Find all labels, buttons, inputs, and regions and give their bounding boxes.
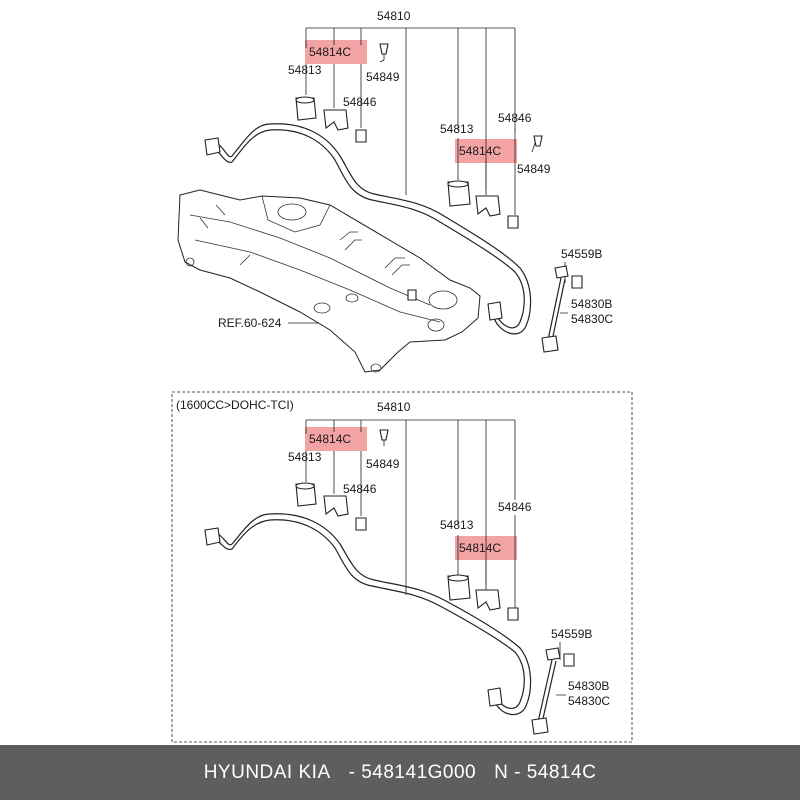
label-54846-left-bottom: 54846	[343, 482, 377, 496]
subframe	[177, 189, 481, 373]
label-54846-right-top: 54846	[498, 111, 532, 125]
clamp-54814c-right-bottom	[475, 589, 501, 611]
label-54814c-right-top: 54814C	[459, 144, 501, 158]
nut-54846-left-bottom	[355, 517, 367, 531]
label-54814c-left-bottom: 54814C	[309, 432, 351, 446]
bushing-group-right-bottom	[447, 574, 519, 621]
label-54810-bottom: 54810	[377, 400, 411, 414]
leader-right-group-bottom	[457, 515, 516, 608]
leader-right-group-top	[457, 128, 537, 215]
leader-left-group-top	[305, 48, 385, 128]
footer-bar: HYUNDAI KIA - 548141G000 N - 54814C	[0, 745, 800, 800]
clamp-54814c-right-top	[475, 195, 501, 217]
stabilizer-link-top	[541, 265, 583, 353]
bushing-group-left-top	[295, 43, 389, 143]
variant-frame	[171, 391, 633, 743]
bolt-54849-left-top	[379, 43, 389, 55]
clamp-54814c-left-top	[323, 109, 349, 131]
footer-part-number: - 548141G000	[348, 761, 477, 783]
label-54846-left-top: 54846	[343, 95, 377, 109]
label-54814c-right-bottom: 54814C	[459, 541, 501, 555]
label-54814c-left-top: 54814C	[309, 45, 351, 59]
highlight-clamp-left-bottom	[305, 427, 367, 451]
nut-subframe-top	[407, 289, 417, 301]
bolt-54849-right-top	[533, 135, 543, 147]
label-54813-left-top: 54813	[288, 63, 322, 77]
stabilizer-bar-top	[211, 129, 525, 329]
bar-end-left	[204, 137, 221, 156]
stabilizer-link-bottom	[531, 647, 575, 735]
leader-main-top	[305, 27, 516, 195]
label-54810-top: 54810	[377, 9, 411, 23]
bar-end-right	[487, 301, 503, 321]
label-54813-right-bottom: 54813	[440, 518, 474, 532]
bushing-group-left-bottom	[295, 429, 389, 531]
label-54813-left-bottom: 54813	[288, 450, 322, 464]
nut-54846-left-top	[355, 129, 367, 143]
clamp-54814c-left-bottom	[323, 495, 349, 517]
bolt-54849-left-bottom	[379, 429, 389, 441]
footer-brand: HYUNDAI KIA	[203, 761, 331, 783]
label-54559b-bottom: 54559B	[551, 627, 592, 641]
highlight-clamp-left-top	[305, 40, 367, 64]
stabilizer-bar-bottom	[211, 519, 525, 710]
bar-end-right-bottom	[487, 687, 503, 707]
label-ref-top: REF.60-624	[218, 316, 282, 330]
label-54849-left-top: 54849	[366, 70, 400, 84]
label-54846-right-bottom: 54846	[498, 500, 532, 514]
nut-54846-right-bottom	[507, 607, 519, 621]
label-54849-right-top: 54849	[517, 162, 551, 176]
label-54813-right-top: 54813	[440, 122, 474, 136]
label-54830b-top: 54830B	[571, 297, 612, 311]
label-54559b-top: 54559B	[561, 247, 602, 261]
label-variant: (1600CC>DOHC-TCI)	[176, 398, 294, 412]
label-54830c-bottom: 54830C	[568, 694, 610, 708]
bushing-group-right-top	[407, 135, 543, 301]
bar-end-left-bottom	[204, 527, 221, 546]
label-54830c-top: 54830C	[571, 312, 613, 326]
bottom-assembly: (1600CC>DOHC-TCI) 54810 54814C 54813 548…	[171, 391, 633, 743]
label-54849-left-bottom: 54849	[366, 457, 400, 471]
footer-ref: N - 54814C	[494, 761, 597, 783]
nut-54846-right-top	[507, 215, 519, 229]
leader-main-bottom	[305, 419, 516, 595]
label-54830b-bottom: 54830B	[568, 679, 609, 693]
leader-left-group-bottom	[305, 432, 385, 516]
top-assembly: 54810 54814C 54813 54849 54846 54813 548…	[177, 9, 613, 373]
